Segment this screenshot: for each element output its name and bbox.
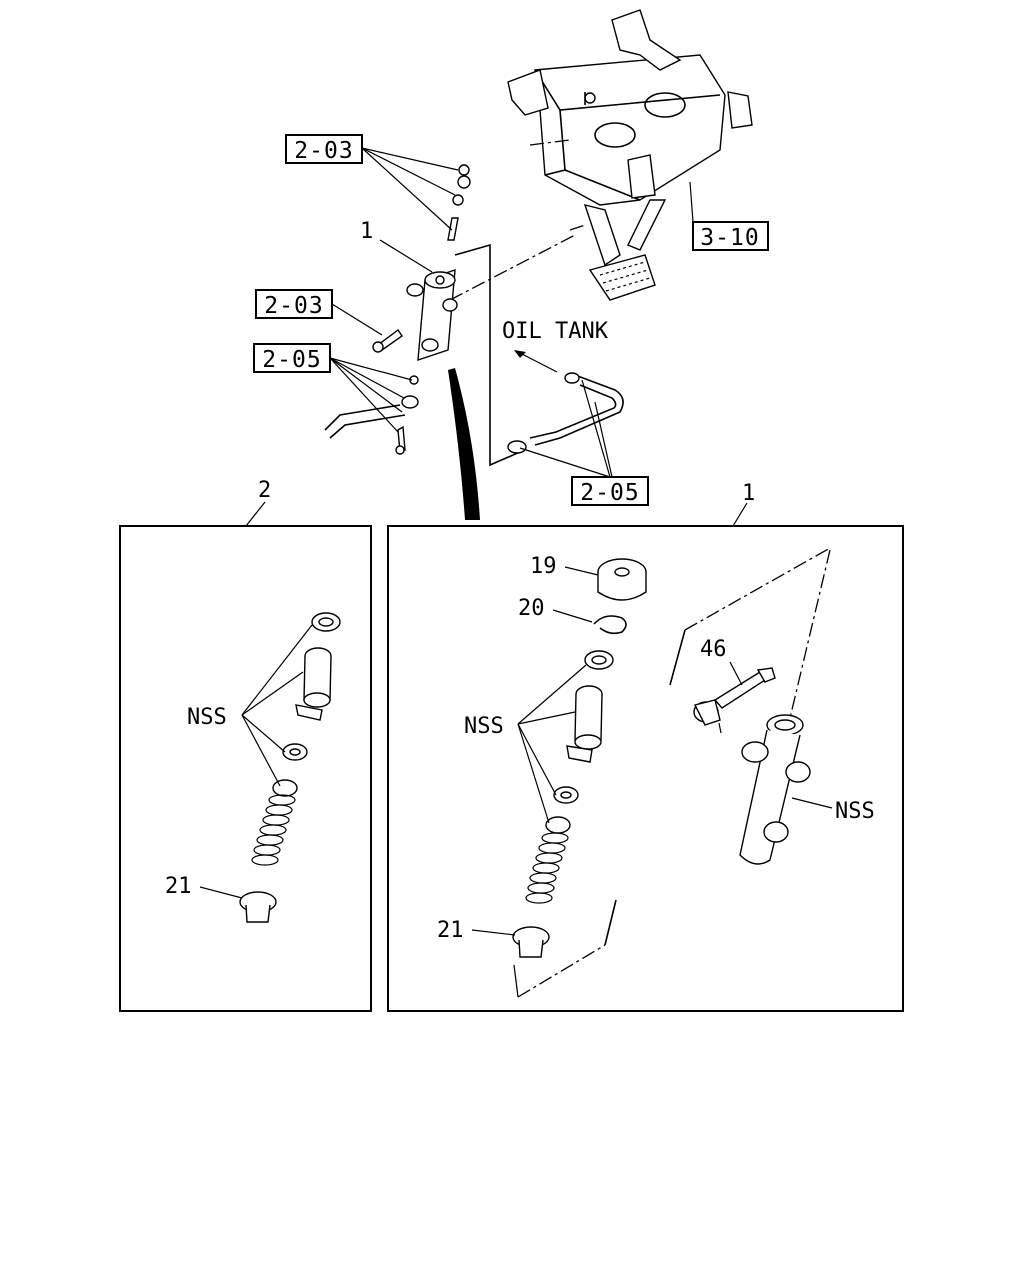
ref-box-2-03-mid: 2-03 xyxy=(255,289,383,336)
panel-1-nss-kit-label: NSS xyxy=(464,714,504,739)
svg-text:2-05: 2-05 xyxy=(262,347,321,373)
ref-box-2-05-left: 2-05 xyxy=(253,343,413,433)
panel-2-nss-label: NSS xyxy=(187,705,227,730)
svg-text:2-05: 2-05 xyxy=(580,480,639,506)
pedal-bracket-assembly xyxy=(507,9,753,301)
panel-2-number: 2 xyxy=(258,478,271,503)
svg-text:2-03: 2-03 xyxy=(264,293,323,319)
ref-box-2-05-bottom: 2-05 xyxy=(519,379,649,506)
panel-1-part-46: 46 xyxy=(700,637,727,662)
panel-1-part-21: 21 xyxy=(437,918,464,943)
oil-tank-label: OIL TANK xyxy=(502,319,609,344)
panel-2: 2 NSS 21 xyxy=(119,478,372,1012)
ref-box-2-03-top: 2-03 xyxy=(285,134,459,231)
oil-tank-hose xyxy=(507,350,624,454)
hose-line xyxy=(448,368,480,520)
panel-1-part-19: 19 xyxy=(530,554,557,579)
svg-text:2-03: 2-03 xyxy=(294,138,353,164)
ref-box-3-10: 3-10 xyxy=(689,181,769,251)
panel-1-number: 1 xyxy=(742,481,755,506)
callout-1-overview: 1 xyxy=(360,219,373,244)
panel-1-part-20: 20 xyxy=(518,596,545,621)
master-cylinder-overview xyxy=(324,164,576,467)
panel-2-part-21: 21 xyxy=(165,874,192,899)
panel-1-nss-body-label: NSS xyxy=(835,799,875,824)
panel-1: 1 19 20 xyxy=(387,481,904,1012)
svg-text:3-10: 3-10 xyxy=(700,225,759,251)
